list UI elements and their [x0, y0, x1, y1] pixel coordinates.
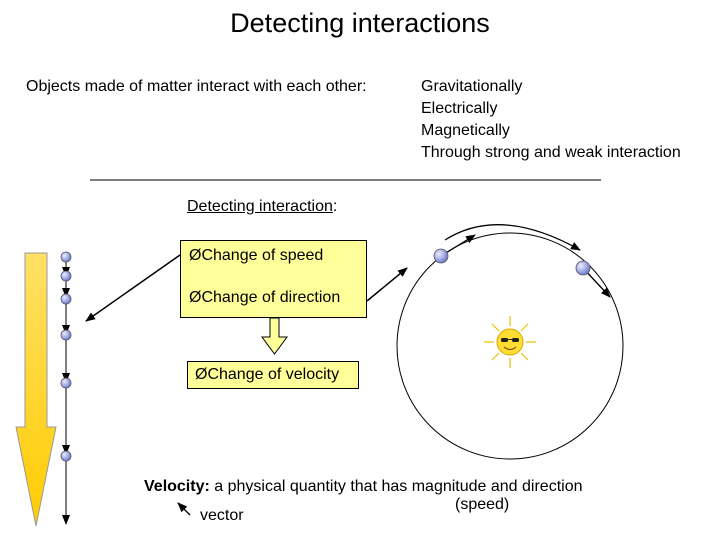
ball-icon [60, 251, 72, 263]
orbit-velocity-arrow [444, 224, 581, 251]
bullet-icon: Ø [195, 366, 208, 383]
ball-icon [60, 270, 72, 282]
change-speed-label: Change of speed [201, 247, 324, 264]
velocity-change-box [187, 361, 359, 389]
ball-icon [60, 377, 72, 389]
orbit-circle [396, 232, 624, 460]
bullet-icon: Ø [189, 289, 202, 306]
pointer-to-orbit [366, 267, 408, 302]
falling-ball-sequence [60, 251, 72, 525]
change-velocity-item: ØChange of velocity [195, 366, 339, 384]
falling-arrow-icon [15, 252, 57, 527]
interaction-electrical: Electrically [421, 100, 498, 117]
vector-pointer-arrow [177, 502, 191, 516]
change-velocity-label: Change of velocity [207, 366, 340, 383]
ball-icon [60, 293, 72, 305]
intro-text: Objects made of matter interact with eac… [26, 78, 367, 95]
bullet-icon: Ø [189, 247, 202, 264]
orbiting-ball-icon [575, 260, 591, 276]
interaction-gravitational: Gravitationally [421, 78, 523, 95]
interaction-magnetic: Magnetically [421, 122, 510, 139]
pointer-to-falling-ball [85, 254, 181, 322]
velocity-term: Velocity: [144, 478, 210, 495]
ball-icon [60, 450, 72, 462]
velocity-definition-text: a physical quantity that has magnitude a… [209, 478, 583, 495]
orbiting-ball-icon [433, 248, 449, 264]
speed-note: (speed) [455, 496, 510, 513]
page-title: Detecting interactions [230, 8, 490, 38]
detecting-colon: : [332, 198, 338, 215]
change-speed-item: ØChange of speed [189, 247, 323, 265]
vector-note: vector [200, 507, 244, 524]
change-direction-label: Change of direction [201, 289, 341, 306]
change-direction-item: ØChange of direction [189, 289, 340, 307]
change-box [180, 240, 367, 318]
detecting-label: Detecting interaction [187, 198, 333, 215]
down-arrow-icon [261, 317, 288, 355]
velocity-definition: Velocity: a physical quantity that has m… [144, 478, 583, 496]
interaction-strong-weak: Through strong and weak interaction [421, 144, 681, 161]
detecting-heading: Detecting interaction: [187, 198, 337, 216]
sun-icon [484, 316, 536, 368]
ball-icon [60, 329, 72, 341]
